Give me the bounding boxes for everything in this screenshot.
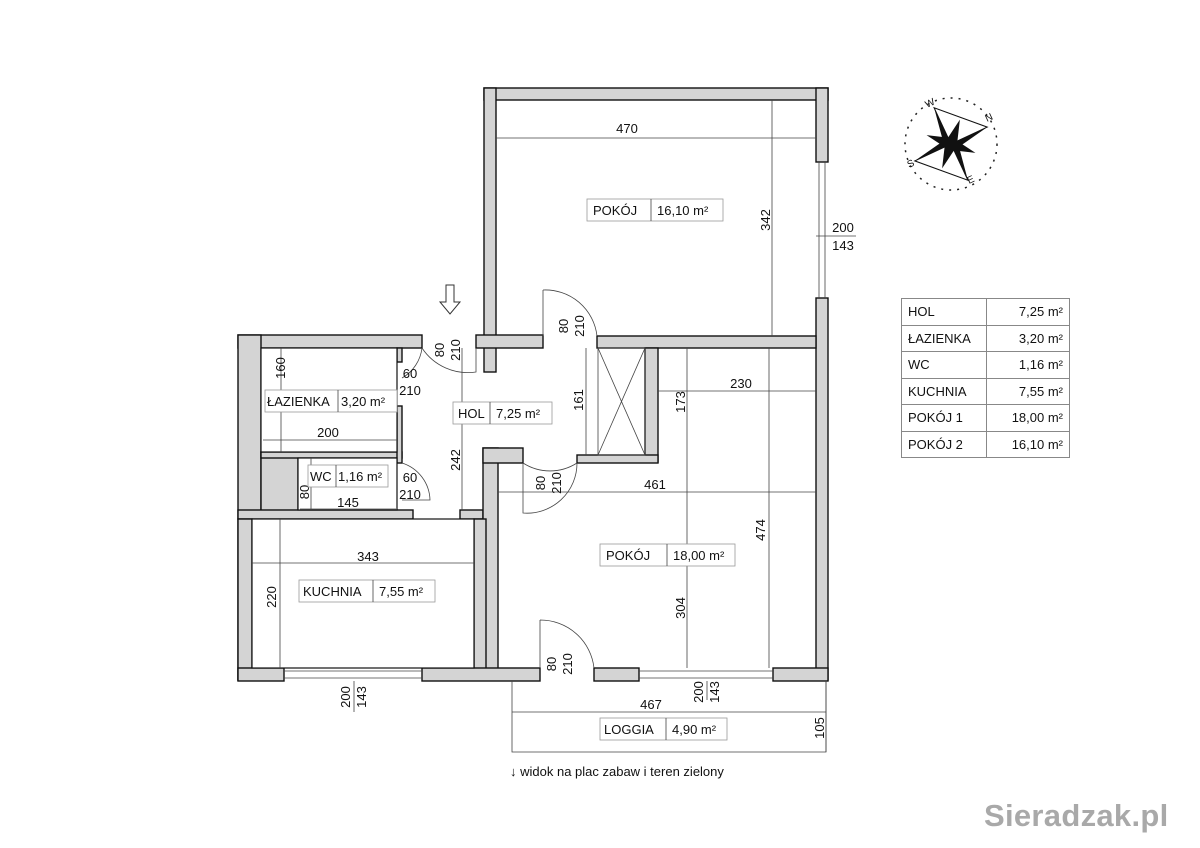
dim-wc-door-w: 60 (403, 470, 417, 485)
dim-lazienka-door-h: 210 (399, 383, 421, 398)
dim-hol-242: 242 (448, 449, 463, 471)
dim-entrance-door-h: 210 (448, 339, 463, 361)
doors (401, 289, 598, 669)
room-area: 7,55 m² (986, 377, 1070, 405)
dim-lazienka-door-w: 60 (403, 366, 417, 381)
room-name: KUCHNIA (303, 584, 362, 599)
dim-lazienka-width: 200 (317, 425, 339, 440)
dim-pokoj2-width: 470 (616, 121, 638, 136)
dim-loggia-door-h: 210 (560, 653, 575, 675)
dim-pokoj2-depth: 342 (758, 209, 773, 231)
walls (237, 87, 829, 682)
compass-e: E (966, 174, 977, 187)
room-label-pokoj1: POKÓJ 18,00 m² (599, 543, 736, 567)
dim-wc-door-h: 210 (399, 487, 421, 502)
watermark: Sieradzak.pl (984, 798, 1169, 833)
room-name: POKÓJ (606, 548, 650, 563)
dim-pokoj2-door-h: 210 (572, 315, 587, 337)
room-name: KUCHNIA (901, 377, 987, 405)
room-name: ŁAZIENKA (267, 394, 330, 409)
dim-pokoj1-depth: 474 (753, 519, 768, 541)
dimension-labels: 470 342 200 143 80 210 160 60 210 80 210… (264, 121, 854, 739)
room-name: HOL (458, 406, 485, 421)
dim-kuchnia-window-h: 143 (354, 686, 369, 708)
loggia-outline (511, 681, 827, 753)
dim-pokoj2-window-w: 200 (832, 220, 854, 235)
room-name: HOL (901, 298, 987, 326)
room-name: WC (901, 351, 987, 379)
dim-pokoj1-window-w: 200 (691, 681, 706, 703)
room-label-pokoj2: POKÓJ 16,10 m² (586, 198, 724, 222)
dim-pokoj1-230: 230 (730, 376, 752, 391)
room-label-kuchnia: KUCHNIA 7,55 m² (298, 579, 436, 603)
compass-s: S (906, 158, 917, 171)
room-area: 18,00 m² (986, 404, 1070, 432)
room-name: WC (310, 469, 332, 484)
entrance-arrow-icon (438, 284, 462, 315)
closet (597, 347, 646, 456)
compass-n: N (984, 112, 995, 125)
windows (284, 162, 826, 679)
room-label-lazienka: ŁAZIENKA 3,20 m² (264, 389, 398, 413)
dim-pokoj1-173: 173 (673, 391, 688, 413)
view-note: ↓ widok na plac zabaw i teren zielony (510, 764, 724, 779)
dim-loggia-door-w: 80 (544, 657, 559, 671)
room-area: 1,16 m² (338, 469, 383, 484)
room-label-wc: WC 1,16 m² (307, 464, 389, 488)
room-area: 7,55 m² (379, 584, 424, 599)
dim-pokoj1-304: 304 (673, 597, 688, 619)
room-area: 7,25 m² (986, 298, 1070, 326)
compass-rose-icon: N E S W (904, 97, 998, 191)
dim-kuchnia-width: 343 (357, 549, 379, 564)
dim-loggia-depth: 105 (812, 717, 827, 739)
room-name: LOGGIA (604, 722, 654, 737)
room-area: 7,25 m² (496, 406, 541, 421)
room-area: 3,20 m² (341, 394, 386, 409)
dim-hol-161: 161 (571, 389, 586, 411)
room-name: POKÓJ 1 (901, 404, 987, 432)
room-name: ŁAZIENKA (901, 324, 987, 352)
dim-pokoj2-window-h: 143 (832, 238, 854, 253)
dim-wc-depth: 80 (297, 485, 312, 499)
dim-wc-width: 145 (337, 495, 359, 510)
room-area: 4,90 m² (672, 722, 717, 737)
dim-kuchnia-depth: 220 (264, 586, 279, 608)
room-label-hol: HOL 7,25 m² (452, 401, 553, 425)
dim-pokoj1-door-w: 80 (533, 476, 548, 490)
room-label-loggia: LOGGIA 4,90 m² (599, 717, 728, 741)
room-area: 1,16 m² (986, 351, 1070, 379)
dim-pokoj1-window-h: 143 (707, 681, 722, 703)
dim-kuchnia-window-w: 200 (338, 686, 353, 708)
room-area: 3,20 m² (986, 324, 1070, 352)
dim-loggia-width: 467 (640, 697, 662, 712)
room-area: 16,10 m² (657, 203, 709, 218)
dim-pokoj1-width: 461 (644, 477, 666, 492)
dim-lazienka-depth: 160 (273, 357, 288, 379)
dim-entrance-door-w: 80 (432, 343, 447, 357)
room-area: 16,10 m² (986, 430, 1070, 458)
dim-pokoj2-door-w: 80 (556, 319, 571, 333)
room-area: 18,00 m² (673, 548, 725, 563)
dim-pokoj1-door-h: 210 (549, 472, 564, 494)
room-name: POKÓJ (593, 203, 637, 218)
room-name: POKÓJ 2 (901, 430, 987, 458)
